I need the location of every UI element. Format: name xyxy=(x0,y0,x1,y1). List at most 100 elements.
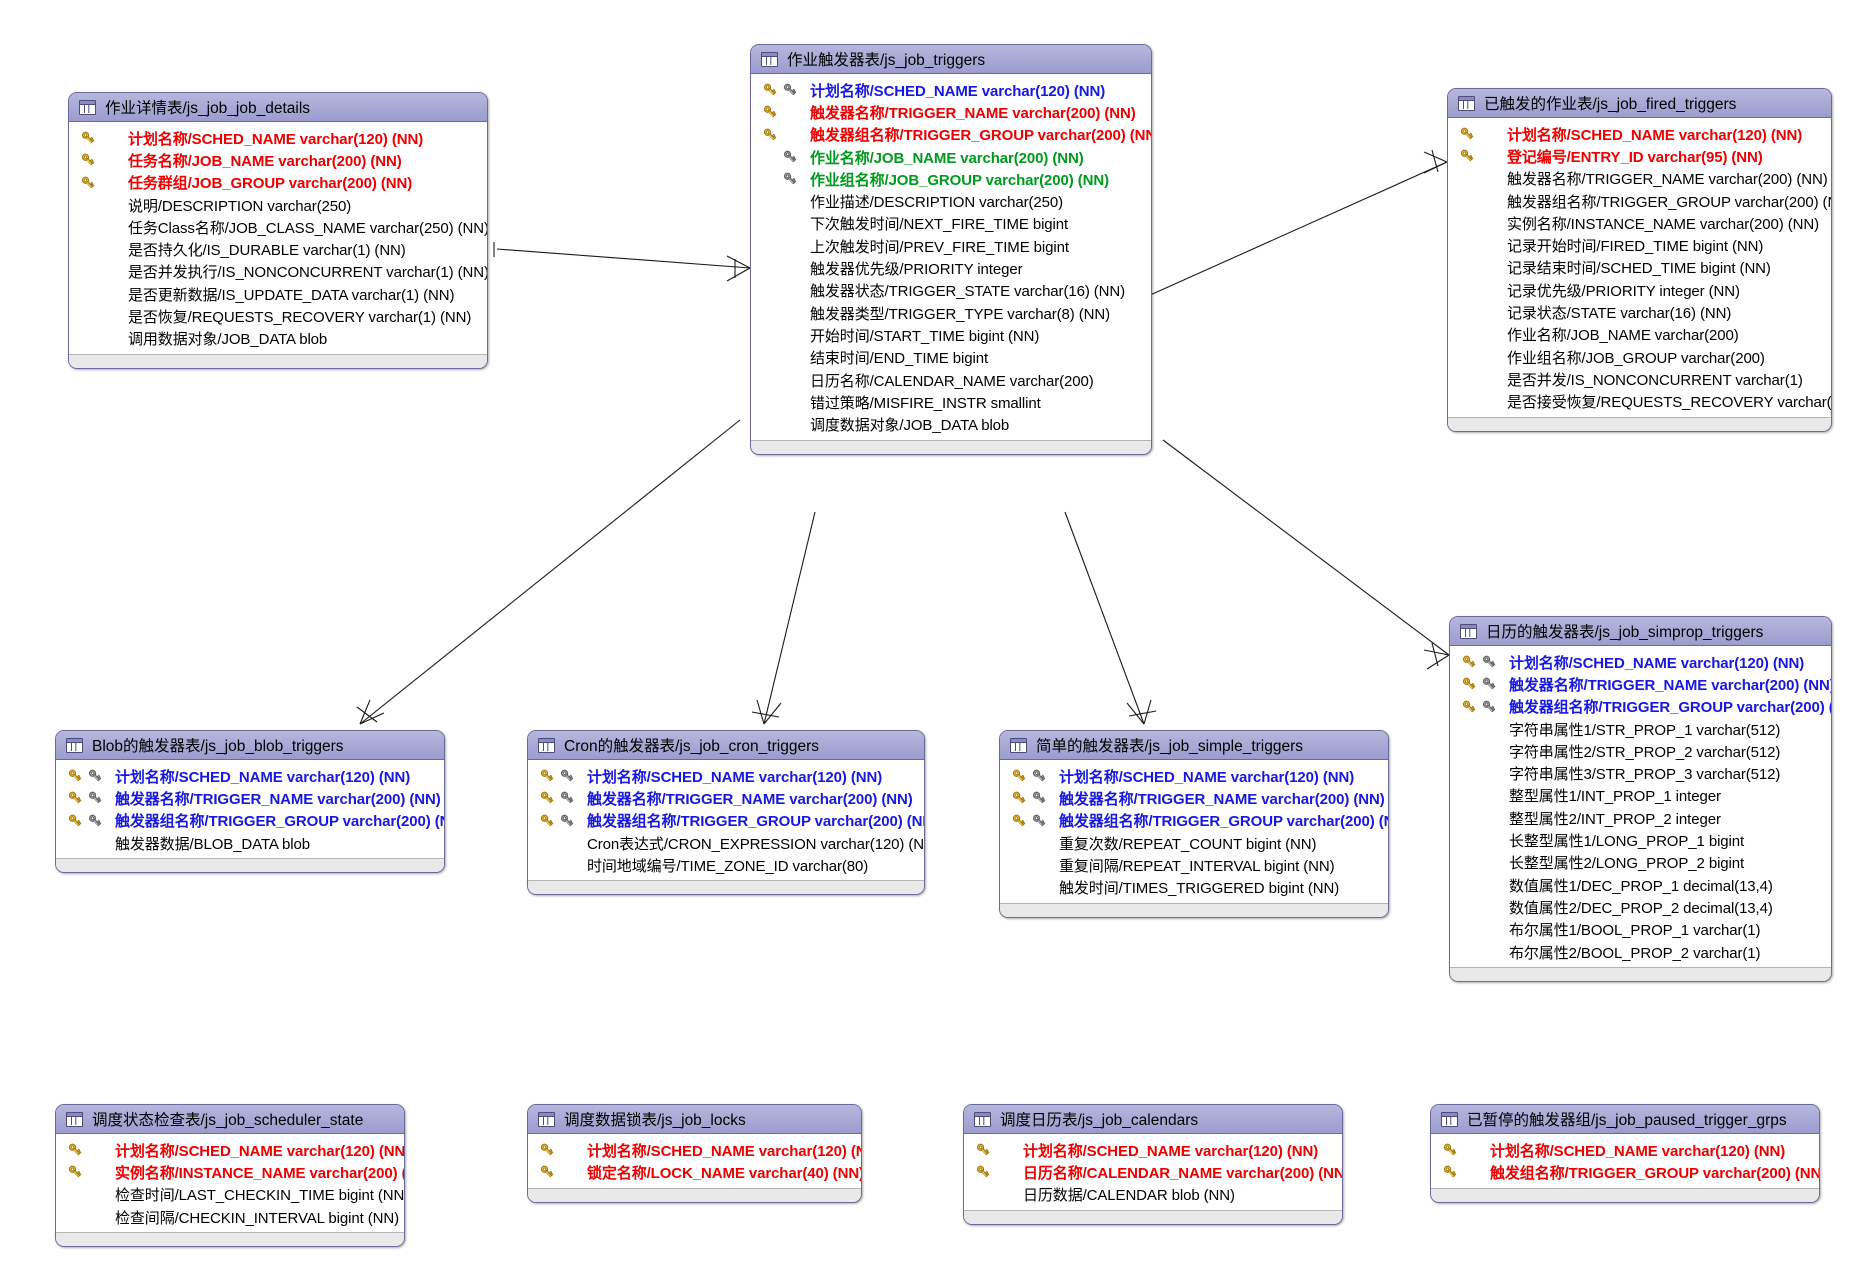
column-row[interactable]: 日历数据/CALENDAR blob (NN) xyxy=(964,1184,1342,1206)
column-row[interactable]: 整型属性1/INT_PROP_1 integer xyxy=(1450,785,1831,807)
column-row[interactable]: 调用数据对象/JOB_DATA blob xyxy=(69,328,487,350)
column-row[interactable]: 作业组名称/JOB_GROUP varchar(200) xyxy=(1448,346,1831,368)
column-row[interactable]: 长整型属性1/LONG_PROP_1 bigint xyxy=(1450,829,1831,851)
column-row[interactable]: 检查间隔/CHECKIN_INTERVAL bigint (NN) xyxy=(56,1206,404,1228)
column-row[interactable]: 数值属性1/DEC_PROP_1 decimal(13,4) xyxy=(1450,874,1831,896)
column-row[interactable]: 是否更新数据/IS_UPDATE_DATA varchar(1) (NN) xyxy=(69,283,487,305)
entity-js-job-simple-triggers[interactable]: 简单的触发器表/js_job_simple_triggers 计划名称/SCHE… xyxy=(999,730,1389,918)
column-row[interactable]: 上次触发时间/PREV_FIRE_TIME bigint xyxy=(751,235,1151,257)
entity-js-job-locks[interactable]: 调度数据锁表/js_job_locks 计划名称/SCHED_NAME varc… xyxy=(527,1104,862,1203)
column-row[interactable]: 是否并发执行/IS_NONCONCURRENT varchar(1) (NN) xyxy=(69,261,487,283)
entity-js-job-job-details[interactable]: 作业详情表/js_job_job_details 计划名称/SCHED_NAME… xyxy=(68,92,488,369)
column-row[interactable]: 重复次数/REPEAT_COUNT bigint (NN) xyxy=(1000,832,1388,854)
column-row[interactable]: 错过策略/MISFIRE_INSTR smallint xyxy=(751,391,1151,413)
column-row[interactable]: 触发器名称/TRIGGER_NAME varchar(200) (NN) xyxy=(1448,168,1831,190)
entity-js-job-fired-triggers[interactable]: 已触发的作业表/js_job_fired_triggers 计划名称/SCHED… xyxy=(1447,88,1832,432)
column-row[interactable]: 触发器数据/BLOB_DATA blob xyxy=(56,832,444,854)
column-row[interactable]: 计划名称/SCHED_NAME varchar(120) (NN) xyxy=(964,1139,1342,1161)
column-row[interactable]: 锁定名称/LOCK_NAME varchar(40) (NN) xyxy=(528,1161,861,1183)
column-row[interactable]: 触发器组名称/TRIGGER_GROUP varchar(200) (NN) xyxy=(1000,810,1388,832)
column-row[interactable]: 触发器组名称/TRIGGER_GROUP varchar(200) (NN) xyxy=(1448,190,1831,212)
column-row[interactable]: 作业组名称/JOB_GROUP varchar(200) (NN) xyxy=(751,168,1151,190)
column-row[interactable]: 计划名称/SCHED_NAME varchar(120) (NN) xyxy=(56,765,444,787)
column-row[interactable]: 登记编号/ENTRY_ID varchar(95) (NN) xyxy=(1448,145,1831,167)
column-row[interactable]: 是否并发/IS_NONCONCURRENT varchar(1) xyxy=(1448,368,1831,390)
link-job-details-to-triggers xyxy=(493,242,751,282)
column-row[interactable]: 下次触发时间/NEXT_FIRE_TIME bigint xyxy=(751,213,1151,235)
column-row[interactable]: 开始时间/START_TIME bigint (NN) xyxy=(751,324,1151,346)
column-row[interactable]: 触发器名称/TRIGGER_NAME varchar(200) (NN) xyxy=(528,787,924,809)
column-row[interactable]: 计划名称/SCHED_NAME varchar(120) (NN) xyxy=(1448,123,1831,145)
entity-js-job-scheduler-state[interactable]: 调度状态检查表/js_job_scheduler_state 计划名称/SCHE… xyxy=(55,1104,405,1248)
column-row[interactable]: 触发器组名称/TRIGGER_GROUP varchar(200) (NN) xyxy=(1450,696,1831,718)
column-row[interactable]: 计划名称/SCHED_NAME varchar(120) (NN) xyxy=(528,765,924,787)
column-row[interactable]: 计划名称/SCHED_NAME varchar(120) (NN) xyxy=(751,79,1151,101)
column-row[interactable]: 结束时间/END_TIME bigint xyxy=(751,347,1151,369)
entity-js-job-calendars[interactable]: 调度日历表/js_job_calendars 计划名称/SCHED_NAME v… xyxy=(963,1104,1343,1225)
column-row[interactable]: 整型属性2/INT_PROP_2 integer xyxy=(1450,807,1831,829)
key-slot-empty xyxy=(1477,327,1497,343)
column-row[interactable]: 日历名称/CALENDAR_NAME varchar(200) (NN) xyxy=(964,1161,1342,1183)
column-row[interactable]: 触发器类型/TRIGGER_TYPE varchar(8) (NN) xyxy=(751,302,1151,324)
column-row[interactable]: 字符串属性2/STR_PROP_2 varchar(512) xyxy=(1450,740,1831,762)
column-row[interactable]: 触发器状态/TRIGGER_STATE varchar(16) (NN) xyxy=(751,280,1151,302)
column-row[interactable]: 调度数据对象/JOB_DATA blob xyxy=(751,413,1151,435)
column-row[interactable]: 触发器名称/TRIGGER_NAME varchar(200) (NN) xyxy=(56,787,444,809)
column-row[interactable]: 记录结束时间/SCHED_TIME bigint (NN) xyxy=(1448,257,1831,279)
column-row[interactable]: 触发器组名称/TRIGGER_GROUP varchar(200) (NN) xyxy=(528,810,924,832)
column-row[interactable]: 计划名称/SCHED_NAME varchar(120) (NN) xyxy=(69,127,487,149)
column-row[interactable]: 触发器名称/TRIGGER_NAME varchar(200) (NN) xyxy=(1000,787,1388,809)
gold-key-icon xyxy=(537,790,557,806)
column-row[interactable]: 记录优先级/PRIORITY integer (NN) xyxy=(1448,279,1831,301)
column-row[interactable]: 触发器组名称/TRIGGER_GROUP varchar(200) (NN) xyxy=(56,810,444,832)
gold-key-icon xyxy=(537,813,557,829)
column-row[interactable]: 触发器组名称/TRIGGER_GROUP varchar(200) (NN) xyxy=(751,124,1151,146)
column-row[interactable]: 是否恢复/REQUESTS_RECOVERY varchar(1) (NN) xyxy=(69,305,487,327)
key-slot-empty xyxy=(98,242,118,258)
column-row[interactable]: 布尔属性2/BOOL_PROP_2 varchar(1) xyxy=(1450,941,1831,963)
column-row[interactable]: 重复间隔/REPEAT_INTERVAL bigint (NN) xyxy=(1000,854,1388,876)
column-row[interactable]: 是否持久化/IS_DURABLE varchar(1) (NN) xyxy=(69,238,487,260)
column-row[interactable]: 触发时间/TIMES_TRIGGERED bigint (NN) xyxy=(1000,876,1388,898)
column-row[interactable]: 实例名称/INSTANCE_NAME varchar(200) (NN) xyxy=(1448,212,1831,234)
key-slot-empty xyxy=(1477,305,1497,321)
column-row[interactable]: 计划名称/SCHED_NAME varchar(120) (NN) xyxy=(1450,651,1831,673)
column-row[interactable]: 计划名称/SCHED_NAME varchar(120) (NN) xyxy=(1000,765,1388,787)
column-row[interactable]: 字符串属性1/STR_PROP_1 varchar(512) xyxy=(1450,718,1831,740)
key-slot-empty xyxy=(1459,877,1479,893)
column-row[interactable]: 计划名称/SCHED_NAME varchar(120) (NN) xyxy=(56,1139,404,1161)
column-row[interactable]: 触发器名称/TRIGGER_NAME varchar(200) (NN) xyxy=(751,101,1151,123)
column-row[interactable]: 计划名称/SCHED_NAME varchar(120) (NN) xyxy=(528,1139,861,1161)
column-row[interactable]: 作业名称/JOB_NAME varchar(200) (NN) xyxy=(751,146,1151,168)
entity-js-job-triggers[interactable]: 作业触发器表/js_job_triggers 计划名称/SCHED_NAME v… xyxy=(750,44,1152,455)
column-row[interactable]: 数值属性2/DEC_PROP_2 decimal(13,4) xyxy=(1450,896,1831,918)
column-row[interactable]: 实例名称/INSTANCE_NAME varchar(200) (NN) xyxy=(56,1161,404,1183)
column-row[interactable]: 是否接受恢复/REQUESTS_RECOVERY varchar(1) xyxy=(1448,391,1831,413)
column-row[interactable]: 说明/DESCRIPTION varchar(250) xyxy=(69,194,487,216)
column-row[interactable]: 作业名称/JOB_NAME varchar(200) xyxy=(1448,324,1831,346)
column-row[interactable]: 检查时间/LAST_CHECKIN_TIME bigint (NN) xyxy=(56,1184,404,1206)
gray-key-icon xyxy=(780,171,800,187)
column-row[interactable]: 任务名称/JOB_NAME varchar(200) (NN) xyxy=(69,149,487,171)
column-row[interactable]: 时间地域编号/TIME_ZONE_ID varchar(80) xyxy=(528,854,924,876)
column-row[interactable]: 任务群组/JOB_GROUP varchar(200) (NN) xyxy=(69,172,487,194)
column-row[interactable]: 触发组名称/TRIGGER_GROUP varchar(200) (NN) xyxy=(1431,1161,1819,1183)
table-icon xyxy=(974,1111,991,1127)
entity-js-job-cron-triggers[interactable]: Cron的触发器表/js_job_cron_triggers 计划名称/SCHE… xyxy=(527,730,925,896)
column-row[interactable]: Cron表达式/CRON_EXPRESSION varchar(120) (NN… xyxy=(528,832,924,854)
column-label: 任务Class名称/JOB_CLASS_NAME varchar(250) (N… xyxy=(128,219,488,237)
column-row[interactable]: 日历名称/CALENDAR_NAME varchar(200) xyxy=(751,369,1151,391)
column-row[interactable]: 布尔属性1/BOOL_PROP_1 varchar(1) xyxy=(1450,919,1831,941)
column-row[interactable]: 触发器名称/TRIGGER_NAME varchar(200) (NN) xyxy=(1450,673,1831,695)
column-row[interactable]: 记录状态/STATE varchar(16) (NN) xyxy=(1448,301,1831,323)
entity-js-job-simprop-triggers[interactable]: 日历的触发器表/js_job_simprop_triggers 计划名称/SCH… xyxy=(1449,616,1832,983)
column-row[interactable]: 计划名称/SCHED_NAME varchar(120) (NN) xyxy=(1431,1139,1819,1161)
entity-js-job-blob-triggers[interactable]: Blob的触发器表/js_job_blob_triggers 计划名称/SCHE… xyxy=(55,730,445,874)
column-row[interactable]: 字符串属性3/STR_PROP_3 varchar(512) xyxy=(1450,762,1831,784)
column-row[interactable]: 触发器优先级/PRIORITY integer xyxy=(751,257,1151,279)
entity-js-job-paused-trigger-grps[interactable]: 已暂停的触发器组/js_job_paused_trigger_grps 计划名称… xyxy=(1430,1104,1820,1203)
column-row[interactable]: 记录开始时间/FIRED_TIME bigint (NN) xyxy=(1448,234,1831,256)
column-row[interactable]: 作业描述/DESCRIPTION varchar(250) xyxy=(751,190,1151,212)
column-row[interactable]: 长整型属性2/LONG_PROP_2 bigint xyxy=(1450,852,1831,874)
column-row[interactable]: 任务Class名称/JOB_CLASS_NAME varchar(250) (N… xyxy=(69,216,487,238)
